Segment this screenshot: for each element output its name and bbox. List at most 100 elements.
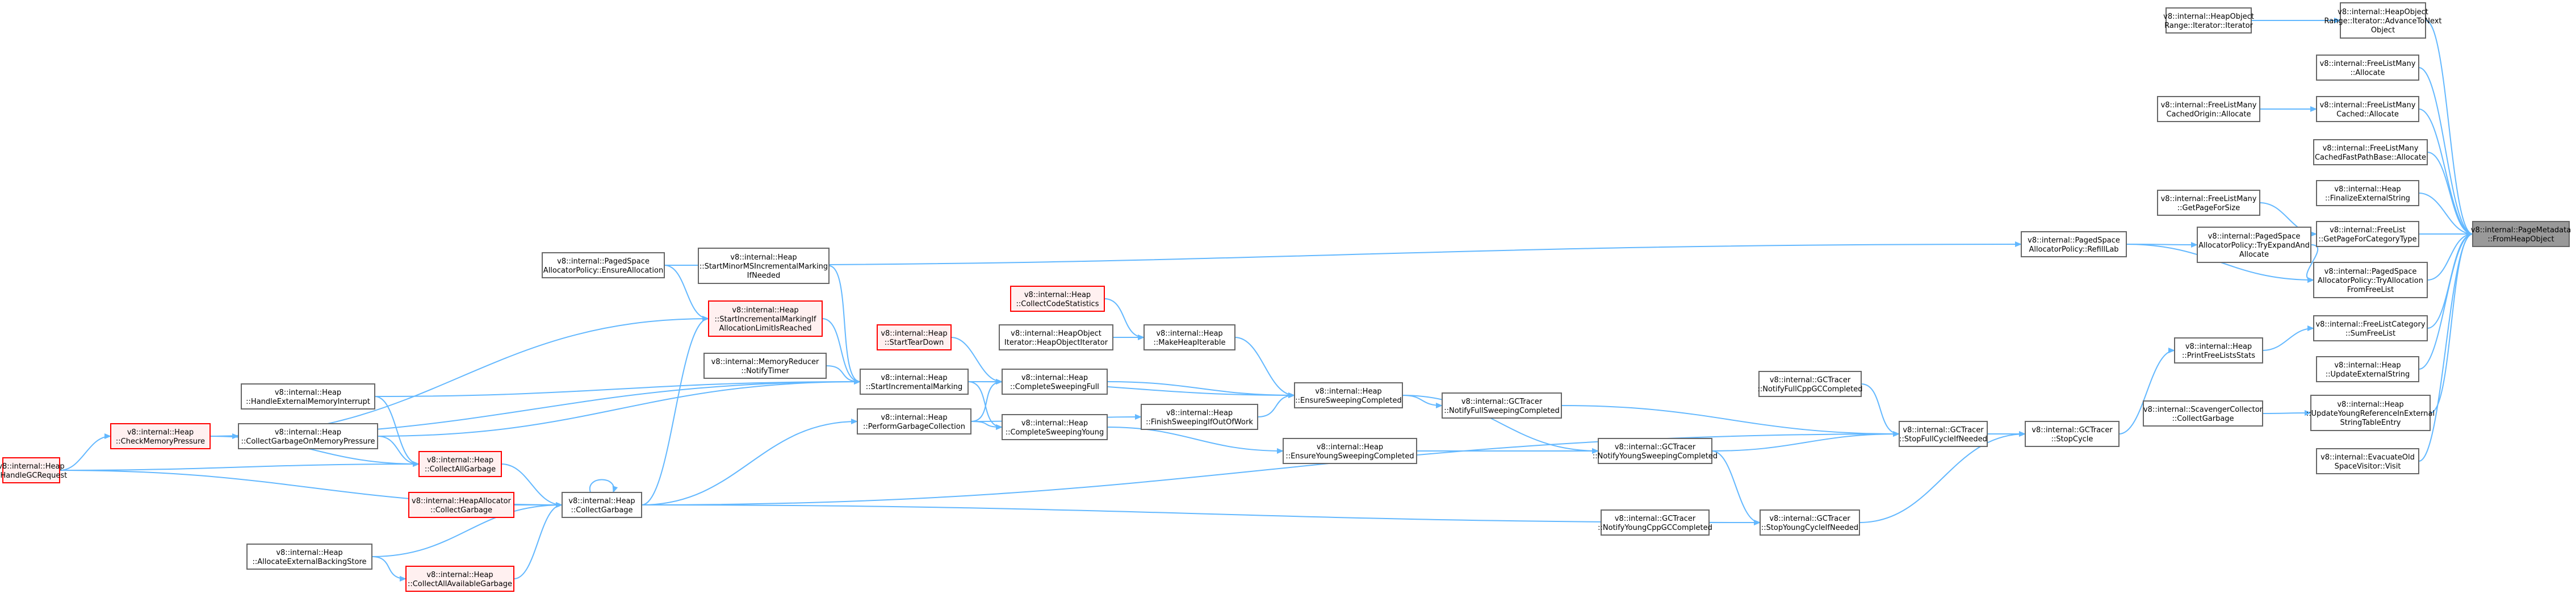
node-label-line: v8::internal::Heap: [730, 253, 797, 262]
node-pagemetadata-fromheapobject[interactable]: v8::internal::PageMetadata::FromHeapObje…: [2471, 221, 2571, 247]
node-freelistmanycached-allocate[interactable]: v8::internal::FreeListManyCached::Alloca…: [2316, 96, 2419, 122]
node-heap-collectcodestatistics[interactable]: v8::internal::Heap::CollectCodeStatistic…: [1010, 286, 1105, 312]
node-heap-makeheapiterable[interactable]: v8::internal::Heap::MakeHeapIterable: [1144, 324, 1235, 350]
node-heap-ensureyoungsweepingcompleted[interactable]: v8::internal::Heap::EnsureYoungSweepingC…: [1283, 438, 1417, 464]
node-heap-collectgarbageonmemorypressure[interactable]: v8::internal::Heap::CollectGarbageOnMemo…: [238, 423, 378, 449]
node-gctracer-notifyyoungcppgccompleted[interactable]: v8::internal::GCTracer::NotifyYoungCppGC…: [1598, 509, 1712, 536]
node-box: [408, 492, 514, 518]
node-label-line: AllocatorPolicy::TryAllocation: [2318, 277, 2423, 285]
node-label-line: v8::internal::Heap: [568, 497, 635, 505]
node-label-line: AllocatorPolicy::TryExpandAnd: [2198, 241, 2310, 250]
node-gctracer-stopyoungcycleifneeded[interactable]: v8::internal::GCTracer::StopYoungCycleIf…: [1760, 509, 1860, 536]
node-heap-ensuresweepingcompleted[interactable]: v8::internal::Heap::EnsureSweepingComple…: [1294, 382, 1403, 408]
node-label-line: v8::internal::Heap: [1024, 291, 1091, 299]
node-label-line: v8::internal::MemoryReducer: [711, 358, 819, 366]
edge-heap_checkmemorypressure-to-heap_startincrementalmarkingifallocationlimitisreached: [210, 316, 709, 437]
node-heap-updateexternalstring[interactable]: v8::internal::Heap::UpdateExternalString: [2316, 356, 2419, 382]
node-box: [2310, 395, 2431, 431]
node-freelistmany-getpageforsize[interactable]: v8::internal::FreeListMany::GetPageForSi…: [2157, 190, 2260, 216]
node-heap-finalizeexternalstring[interactable]: v8::internal::Heap::FinalizeExternalStri…: [2316, 180, 2419, 206]
edge-heap_collectgarbage-to-heap_collectgarbage: [589, 479, 618, 493]
node-label-line: CachedOrigin::Allocate: [2166, 110, 2251, 119]
node-box: [2316, 180, 2419, 206]
node-heap-performgarbagecollection[interactable]: v8::internal::Heap::PerformGarbageCollec…: [857, 408, 971, 434]
node-gctracer-notifyyoungsweepingcompleted[interactable]: v8::internal::GCTracer::NotifyYoungSweep…: [1593, 438, 1718, 464]
node-pagedspaceallocationpolicy-tryallocationfromfreelist[interactable]: v8::internal::PagedSpaceAllocatorPolicy:…: [2313, 262, 2428, 298]
node-label-line: v8::internal::HeapObject: [2163, 12, 2254, 21]
node-label-line: v8::internal::GCTracer: [1461, 398, 1543, 406]
edge-heap_printfreeliststats-to-freelistcategory_sumfreelist: [2262, 325, 2314, 351]
node-heap-startincrementalmarkingifallocationlimitisreached[interactable]: v8::internal::Heap::StartIncrementalMark…: [708, 300, 823, 337]
node-heap-updateyoungreferenceinexternalstringtableentry[interactable]: v8::internal::Heap::UpdateYoungReference…: [2306, 395, 2435, 431]
node-heapobject-iterator[interactable]: v8::internal::HeapObjectRange::Iterator:…: [2163, 7, 2254, 34]
node-box: [1002, 414, 1108, 440]
node-heap-startincrementalmarking[interactable]: v8::internal::Heap::StartIncrementalMark…: [860, 369, 969, 395]
edge-heap_teardown-to-heap_completesweepingfull: [950, 337, 1003, 385]
node-label-line: ::StopFullCycleIfNeeded: [1899, 435, 1987, 444]
node-label-line: ::NotifyYoungSweepingCompleted: [1593, 452, 1718, 461]
node-label-line: v8::internal::Heap: [427, 456, 493, 465]
node-gctracer-notifyfullsweepingcompleted[interactable]: v8::internal::GCTracer::NotifyFullSweepi…: [1442, 392, 1562, 419]
edge-heap_allocateexternalbackingstore-to-heap_collectallavailablegarbage: [371, 556, 407, 582]
node-box: [1758, 371, 1862, 397]
node-freelistmanycachedfastpathbase-allocate[interactable]: v8::internal::FreeListManyCachedFastPath…: [2313, 139, 2428, 165]
node-label-line: ::HandleGCRequest: [0, 471, 67, 480]
node-heap-completesweepingyoung[interactable]: v8::internal::Heap::CompleteSweepingYoun…: [1002, 414, 1108, 440]
node-gctracer-stopfullcycleifneeded[interactable]: v8::internal::GCTracer::StopFullCycleIfN…: [1899, 421, 1988, 447]
node-label-line: ::NotifyFullCppGCCompleted: [1757, 385, 1862, 394]
node-freelistmany-allocate[interactable]: v8::internal::FreeListMany::Allocate: [2316, 55, 2419, 81]
node-box: [2340, 2, 2426, 39]
node-gctracer-notifyfullcppgccompleted[interactable]: v8::internal::GCTracer::NotifyFullCppGCC…: [1757, 371, 1863, 397]
node-heapobject-advance[interactable]: v8::internal::HeapObjectRange::Iterator:…: [2324, 2, 2442, 39]
node-heap-collectallgarbage[interactable]: v8::internal::Heap::CollectAllGarbage: [418, 451, 502, 477]
nodes-layer: v8::internal::HeapObjectRange::Iterator:…: [0, 2, 2571, 592]
node-label-line: ::StartIncrementalMarkingIf: [715, 315, 816, 324]
node-box: [241, 383, 375, 410]
node-heap-collectgarbage[interactable]: v8::internal::Heap::CollectGarbage: [562, 492, 642, 518]
node-box: [2313, 262, 2428, 298]
edge-freelistmanycachedfastpathbase_allocate-to-pagemetadata_fromheapobject: [2427, 152, 2473, 237]
node-heap-startminormsincrementalmarkingifneeded[interactable]: v8::internal::Heap::StartMinorMSIncremen…: [698, 248, 830, 284]
node-heap-teardown[interactable]: v8::internal::Heap::StartTearDown: [877, 324, 952, 350]
node-heap-printfreeliststats[interactable]: v8::internal::Heap::PrintFreeListsStats: [2174, 337, 2263, 364]
node-heap-allocateexternalbackingstore[interactable]: v8::internal::Heap::AllocateExternalBack…: [246, 544, 372, 570]
node-heap-handlegcrequest[interactable]: v8::internal::Heap::HandleGCRequest: [0, 457, 67, 483]
node-freelist-getpageforcategorytype[interactable]: v8::internal::FreeList::GetPageForCatego…: [2316, 221, 2419, 247]
node-heap-handleexternalmemoryinterrupt[interactable]: v8::internal::Heap::HandleExternalMemory…: [241, 383, 375, 410]
node-label-line: v8::internal::Heap: [275, 388, 341, 397]
node-heap-finishsweepingifoutofwork[interactable]: v8::internal::Heap::FinishSweepingIfOutO…: [1141, 404, 1258, 430]
node-label-line: v8::internal::Heap: [1166, 409, 1233, 417]
node-pagedspaceallocationpolicy-ensureallocation[interactable]: v8::internal::PagedSpaceAllocatorPolicy:…: [542, 252, 665, 278]
node-box: [1002, 369, 1108, 395]
node-freelistcategory-sumfreelist[interactable]: v8::internal::FreeListCategory::SumFreeL…: [2313, 315, 2428, 341]
node-heap-collectallavailablegarbage[interactable]: v8::internal::Heap::CollectAllAvailableG…: [405, 566, 514, 592]
edge-heap_handleexternalmemoryinterrupt-to-heap_startincrementalmarking: [374, 379, 861, 397]
node-evacuateoldspacevisitor-visit[interactable]: v8::internal::EvacuateOldSpaceVisitor::V…: [2316, 448, 2419, 474]
node-box: [2316, 221, 2419, 247]
edge-heap_collectgarbageonmemorypressure-to-heap_collectallgarbage: [377, 436, 420, 467]
node-label-line: v8::internal::FreeListMany: [2161, 195, 2257, 203]
node-pagedspaceallocationpolicy-refilllab[interactable]: v8::internal::PagedSpaceAllocatorPolicy:…: [2021, 231, 2127, 257]
edge-heap_collectgarbage-to-gctracer_stopyoungcycleifneeded: [641, 504, 1761, 525]
node-gctracer-stopcycle[interactable]: v8::internal::GCTracer::StopCycle: [2025, 421, 2120, 447]
node-heapallocator-collectgarbage[interactable]: v8::internal::HeapAllocator::CollectGarb…: [408, 492, 514, 518]
node-heapobjectiterator-heapobjectiterator[interactable]: v8::internal::HeapObjectIterator::HeapOb…: [999, 324, 1113, 350]
node-heap-checkmemorypressure[interactable]: v8::internal::Heap::CheckMemoryPressure: [110, 423, 211, 449]
node-label-line: v8::internal::Heap: [881, 329, 947, 338]
node-pagedspaceallocationpolicy-tryexpandandallocate[interactable]: v8::internal::PagedSpaceAllocatorPolicy:…: [2197, 227, 2311, 263]
node-scavengercollector-collectgarbage[interactable]: v8::internal::ScavengerCollector::Collec…: [2143, 400, 2263, 427]
edge-gctracer_notifyyoungsweepingcompleted-to-gctracer_stopyoungcycleifneeded: [1711, 450, 1761, 525]
edge-heap_updateexternalstring-to-pagemetadata_fromheapobject: [2418, 231, 2473, 370]
node-box: [860, 369, 969, 395]
node-memoryreducer-notifytimer[interactable]: v8::internal::MemoryReducer::NotifyTimer: [703, 353, 827, 379]
node-box: [1760, 509, 1860, 536]
node-label-line: v8::internal::PagedSpace: [2324, 268, 2417, 276]
node-label-line: v8::internal::PagedSpace: [557, 257, 650, 266]
node-box: [2, 457, 60, 483]
node-freelistmanycachedorigin-allocate[interactable]: v8::internal::FreeListManyCachedOrigin::…: [2157, 96, 2260, 122]
node-label-line: v8::internal::HeapObject: [1011, 329, 1101, 338]
node-label-line: v8::internal::PageMetadata: [2471, 226, 2571, 235]
node-heap-completesweepingfull[interactable]: v8::internal::Heap::CompleteSweepingFull: [1002, 369, 1108, 395]
node-box: [1601, 509, 1710, 536]
